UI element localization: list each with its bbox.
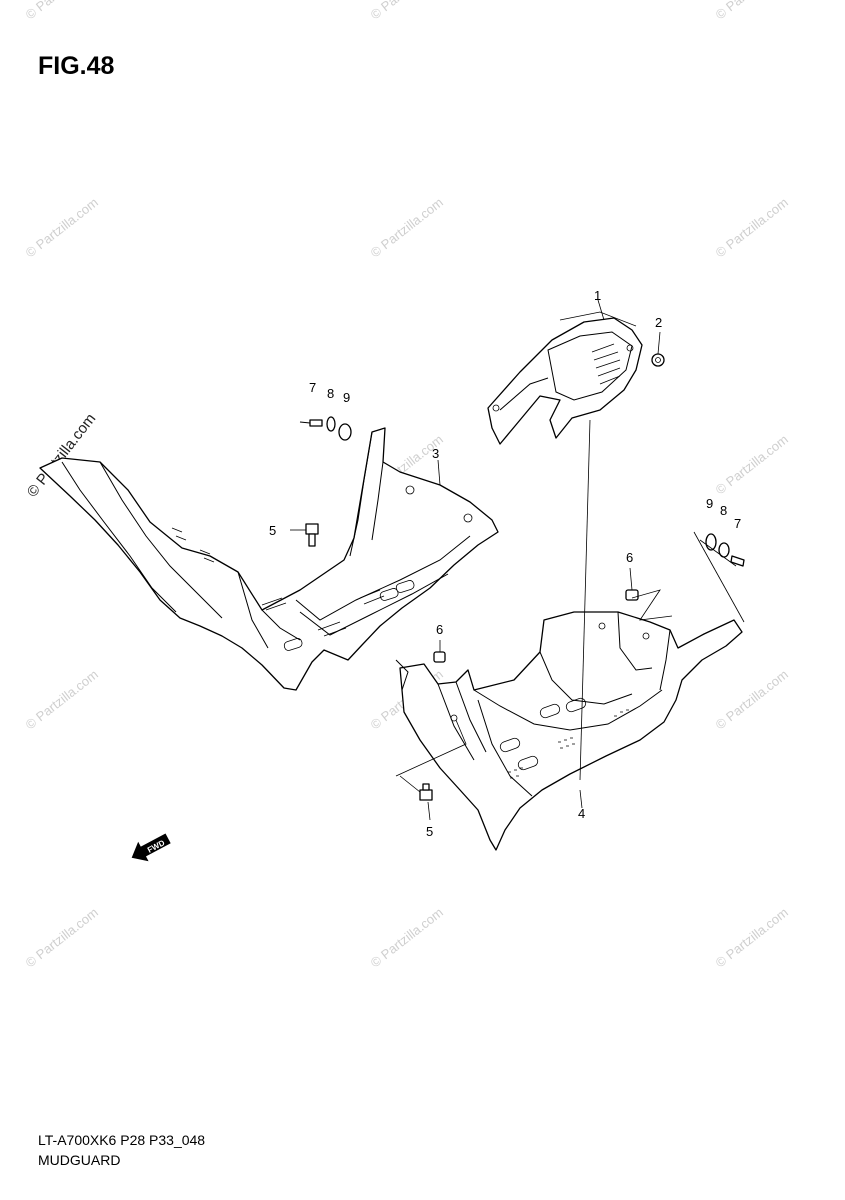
callout-2: 2 [655,315,662,330]
watermark: © Partzilla.com [368,905,446,971]
callout-5-lower: 5 [426,824,433,839]
watermark: © Partzilla.com [23,905,101,971]
fwd-arrow-icon: FWD [131,833,171,862]
callout-3: 3 [432,446,439,461]
callout-labels: 1 2 3 4 5 5 6 6 7 7 8 8 9 9 [269,288,741,839]
leader-lines [290,299,745,821]
watermark: © Partzilla.com [23,195,101,261]
watermark: © Partzilla.com [23,0,101,22]
callout-6-lower: 6 [436,622,443,637]
callout-9-right: 9 [706,496,713,511]
watermark: © Partzilla.com [368,195,446,261]
watermark: © Partzilla.com [713,195,791,261]
part-3-left-mudguard [39,427,499,691]
callout-8-right: 8 [720,503,727,518]
watermark: © Partzilla.com [713,905,791,971]
callout-8-left: 8 [327,386,334,401]
callout-7-right: 7 [734,516,741,531]
callout-1: 1 [594,288,601,303]
callout-9-left: 9 [343,390,350,405]
watermark: © Partzilla.com [713,432,791,498]
part-1-cover [487,311,643,445]
figure-title: FIG.48 [38,52,115,80]
watermark: © Partzilla.com [713,667,791,733]
callout-7-left: 7 [309,380,316,395]
callout-5-upper: 5 [269,523,276,538]
watermark: © Partzilla.com [368,0,446,22]
part-4-right-mudguard [395,611,743,851]
section-name: MUDGUARD [38,1152,121,1168]
watermark: © Partzilla.com [23,667,101,733]
watermark: © Partzilla.com [713,0,791,22]
callout-4: 4 [578,806,585,821]
model-code: LT-A700XK6 P28 P33_048 [38,1132,206,1148]
callout-6-upper: 6 [626,550,633,565]
